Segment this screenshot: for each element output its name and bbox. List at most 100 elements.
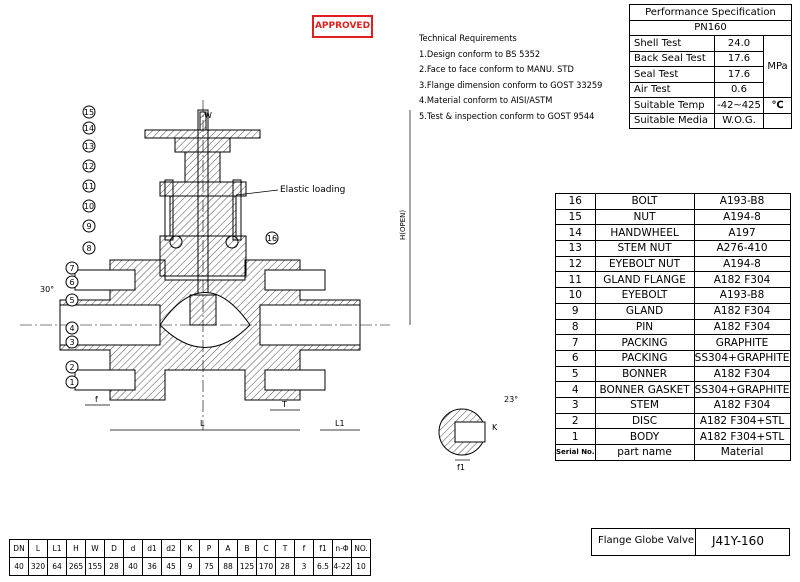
performance-spec-table: Performance Specification PN160 Shell Te… [629,4,792,129]
handwheel [144,129,261,139]
balloon: 1 [65,375,79,389]
parts-cell-material: A182 F304+STL [693,428,791,445]
balloon: 2 [65,360,79,374]
balloon: 11 [82,179,96,193]
h-open-label: H(OPEN) [399,210,407,240]
flange-bolt [264,269,326,291]
parts-cell-no: 12 [555,255,596,273]
balloon: 7 [65,261,79,275]
title-block: Flange Globe Valve J41Y-160 [591,528,790,556]
balloon: 13 [82,139,96,153]
parts-cell-material: SS304+GRAPHITE [693,381,791,398]
title-model: J41Y-160 [712,534,764,548]
balloon: 9 [82,219,96,233]
tech-item: 1.Design conform to BS 5352 [419,48,541,60]
approved-stamp: APPROVED [312,15,373,38]
parts-header-name: part name [594,444,695,461]
dim-f: f [95,395,98,404]
parts-cell-material: A194-8 [693,255,791,273]
balloon-number: 15 [84,108,94,117]
balloon-number: 4 [69,324,74,333]
balloon: 15 [82,105,96,119]
tech-item: 2.Face to face conform to MANU. STD [419,64,574,76]
parts-cell-material: A182 F304 [693,365,791,383]
perf-unit: MPa [763,35,792,98]
parts-cell-material: A197 [693,224,791,242]
flange-bolt [74,269,136,291]
technical-requirements: Technical Requirements 1.Design conform … [419,31,602,125]
pin-left [169,235,183,249]
flange-bolt [264,369,326,391]
parts-cell-material: A182 F304 [693,318,791,336]
eyebolt-left [164,179,174,241]
balloon-number: 8 [86,244,91,253]
dims-value: 3 [294,557,314,576]
elastic-loading-label: Elastic loading [280,185,345,195]
title-label: Flange Globe Valve [598,535,695,546]
parts-cell-material: GRAPHITE [693,334,791,351]
tech-title: Technical Requirements [419,33,517,44]
balloon-number: 1 [69,378,74,387]
dims-value: 6.5 [313,557,333,576]
balloon-number: 14 [84,124,94,133]
parts-cell-no: 15 [555,208,596,226]
parts-cell-name: BONNER GASKET [594,381,695,398]
handwheel-hub [174,137,231,153]
parts-cell-name: PACKING [594,334,695,351]
balloon: 12 [82,159,96,173]
dim-W: W [204,111,212,120]
balloon: 8 [82,241,96,255]
parts-cell-no: 11 [555,271,596,289]
balloon-number: 12 [84,162,94,171]
balloon-number: 9 [86,222,91,231]
balloon-number: 3 [69,338,74,347]
parts-cell-name: NUT [594,208,695,226]
balloon-number: 16 [267,234,277,243]
parts-cell-name: BODY [594,428,695,445]
parts-cell-name: EYEBOLT [594,287,695,304]
leader-elastic [235,189,279,196]
balloon: 6 [65,275,79,289]
tech-item: 4.Material conform to AISI/ASTM [419,95,553,107]
dim-T: T [281,400,287,409]
pin-right [225,235,239,249]
dims-value: 10 [351,557,371,576]
parts-cell-material: A182 F304 [693,271,791,289]
parts-cell-name: EYEBOLT NUT [594,255,695,273]
balloon-number: 5 [69,296,74,305]
tech-item: 3.Flange dimension conform to GOST 33259 [419,79,603,91]
parts-cell-material: A182 F304+STL [693,412,791,430]
balloon: 14 [82,121,96,135]
balloon-number: 2 [69,363,74,372]
title-divider [695,529,696,555]
parts-cell-name: GLAND FLANGE [594,271,695,289]
balloon: 5 [65,293,79,307]
balloon-number: 6 [69,278,74,287]
dim-K: K [492,423,498,432]
parts-header-no: Serial No. [555,444,596,461]
balloon-number: 7 [69,264,74,273]
dims-value: 64 [47,557,67,576]
dim-f1: f1 [457,463,465,472]
balloon: 3 [65,335,79,349]
balloon: 16 [265,231,279,245]
balloon: 4 [65,321,79,335]
detail-angle-label: 23° [504,395,518,404]
parts-cell-material: A193-B8 [693,287,791,304]
